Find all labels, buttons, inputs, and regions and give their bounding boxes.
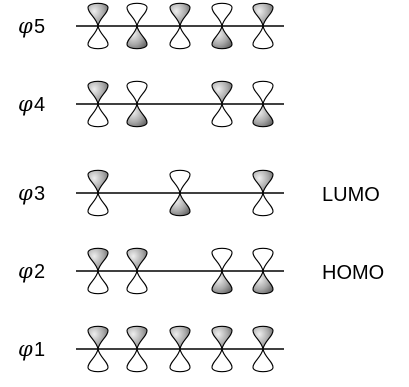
shaded-lobe (169, 325, 191, 350)
p-orbital-lobe-pair (87, 325, 109, 373)
unshaded-lobe (87, 103, 109, 128)
p-orbital-lobe-pair (252, 169, 274, 217)
p-orbital-lobe-pair (211, 2, 233, 50)
unshaded-lobe (252, 192, 274, 217)
orbital-number: 4 (34, 94, 45, 116)
unshaded-lobe (252, 80, 274, 105)
p-orbital-lobe-pair (87, 2, 109, 50)
shaded-lobe (252, 325, 274, 350)
p-orbital-lobe-pair (87, 80, 109, 128)
orbital-number: 2 (34, 261, 45, 283)
p-orbital-lobe-pair (169, 325, 191, 373)
p-orbital-lobe-pair (252, 247, 274, 295)
unshaded-lobe (87, 25, 109, 50)
shaded-lobe (126, 103, 148, 128)
shaded-lobe (252, 2, 274, 27)
unshaded-lobe (87, 270, 109, 295)
shaded-lobe (126, 247, 148, 272)
orbital-number: 5 (34, 16, 45, 38)
shaded-lobe (169, 2, 191, 27)
unshaded-lobe (169, 25, 191, 50)
orbital-symbol: φ (18, 92, 33, 116)
orbital-symbol: φ (18, 181, 33, 205)
unshaded-lobe (211, 348, 233, 373)
unshaded-lobe (126, 2, 148, 27)
unshaded-lobe (87, 348, 109, 373)
p-orbital-lobe-pair (252, 80, 274, 128)
shaded-lobe (126, 25, 148, 50)
orbital-number: 3 (34, 183, 45, 205)
p-orbital-lobe-pair (87, 169, 109, 217)
shaded-lobe (87, 2, 109, 27)
p-orbital-lobe-pair (126, 247, 148, 295)
shaded-lobe (252, 103, 274, 128)
unshaded-lobe (126, 80, 148, 105)
orbital-symbol: φ (18, 14, 33, 38)
shaded-lobe (87, 80, 109, 105)
p-orbital-lobe-pair (126, 2, 148, 50)
p-orbital-lobe-pair (126, 325, 148, 373)
shaded-lobe (87, 169, 109, 194)
unshaded-lobe (211, 103, 233, 128)
p-orbital-lobe-pair (252, 325, 274, 373)
unshaded-lobe (211, 2, 233, 27)
unshaded-lobe (126, 270, 148, 295)
shaded-lobe (169, 192, 191, 217)
orbital-tag-label: HOMO (322, 262, 384, 284)
p-orbital-lobe-pair (126, 80, 148, 128)
shaded-lobe (87, 325, 109, 350)
shaded-lobe (211, 325, 233, 350)
orbital-symbol: φ (18, 259, 33, 283)
p-orbital-lobe-pair (169, 2, 191, 50)
orbital-tag-label: LUMO (322, 184, 380, 206)
p-orbital-lobe-pair (211, 325, 233, 373)
shaded-lobe (252, 270, 274, 295)
p-orbital-lobe-pair (169, 169, 191, 217)
orbital-symbol: φ (18, 337, 33, 361)
unshaded-lobe (252, 25, 274, 50)
unshaded-lobe (87, 192, 109, 217)
shaded-lobe (252, 169, 274, 194)
shaded-lobe (211, 25, 233, 50)
p-orbital-lobe-pair (211, 80, 233, 128)
shaded-lobe (126, 325, 148, 350)
shaded-lobe (211, 80, 233, 105)
p-orbital-lobe-pair (211, 247, 233, 295)
orbital-number: 1 (34, 339, 45, 361)
unshaded-lobe (169, 348, 191, 373)
p-orbital-lobe-pair (252, 2, 274, 50)
unshaded-lobe (169, 169, 191, 194)
shaded-lobe (211, 270, 233, 295)
unshaded-lobe (252, 247, 274, 272)
shaded-lobe (87, 247, 109, 272)
unshaded-lobe (126, 348, 148, 373)
p-orbital-lobe-pair (87, 247, 109, 295)
unshaded-lobe (252, 348, 274, 373)
unshaded-lobe (211, 247, 233, 272)
